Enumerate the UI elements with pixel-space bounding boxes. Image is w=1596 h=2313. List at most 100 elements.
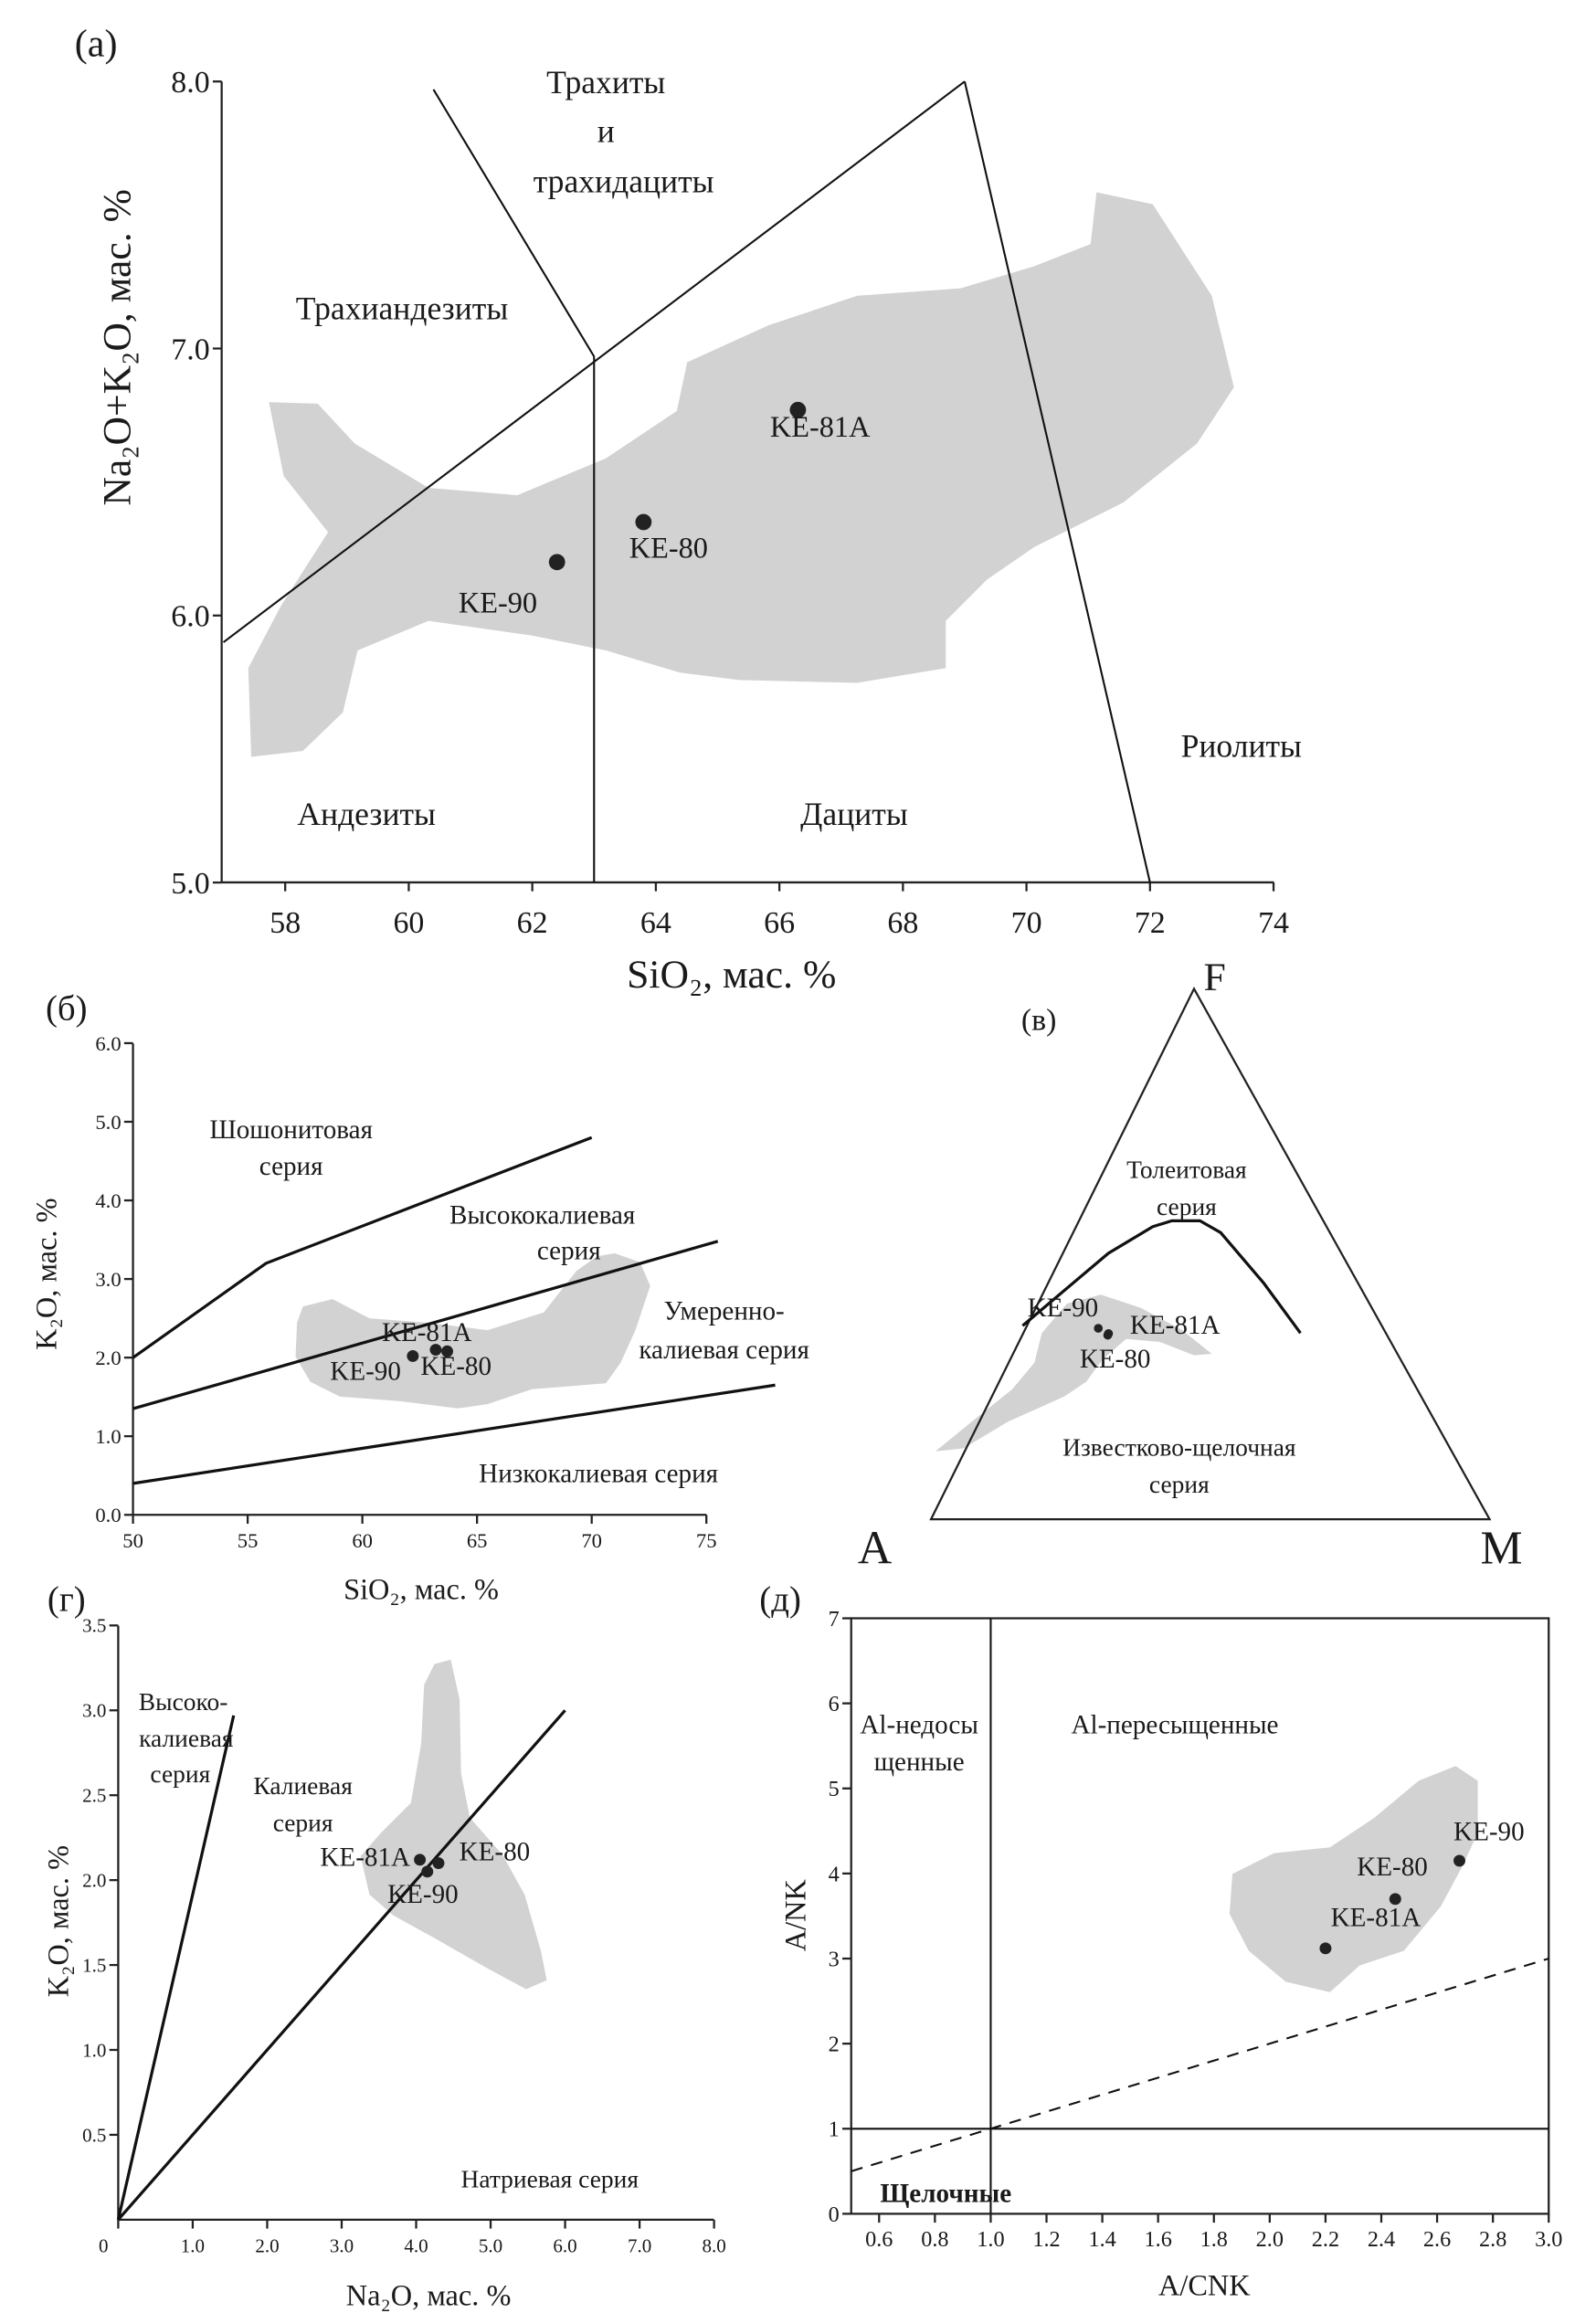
region-label: Андезиты bbox=[297, 796, 436, 832]
data-point-ke-90 bbox=[1094, 1324, 1104, 1333]
y-tick-label: 2.0 bbox=[82, 1869, 106, 1891]
x-tick-label: 70 bbox=[581, 1529, 602, 1552]
field-panel-d bbox=[1229, 1766, 1478, 1992]
point-label: KE-90 bbox=[1453, 1817, 1525, 1846]
plot-frame bbox=[850, 1617, 1550, 2215]
region-label: Натриевая серия bbox=[461, 2165, 639, 2192]
region-label: Al-пересыщенные bbox=[1072, 1711, 1279, 1740]
region-label: Высоко- bbox=[139, 1688, 228, 1716]
region-label: серия bbox=[1157, 1193, 1217, 1220]
point-label: KE-90 bbox=[1028, 1294, 1099, 1323]
boundary-line bbox=[116, 1715, 236, 2221]
y-tick-label: 8.0 bbox=[171, 66, 209, 100]
x-tick-label: 55 bbox=[238, 1529, 259, 1552]
panel-label: (а) bbox=[75, 24, 118, 66]
x-tick-label: 2.0 bbox=[255, 2234, 279, 2256]
region-label: Дациты bbox=[800, 796, 908, 832]
field-panel-v bbox=[935, 1294, 1212, 1452]
x-axis-label: Na₂O, мас. % bbox=[346, 2279, 512, 2312]
x-tick-label: 4.0 bbox=[404, 2234, 428, 2256]
vertex-label-f: F bbox=[1204, 956, 1226, 999]
x-tick-label: 62 bbox=[517, 906, 548, 940]
x-tick-label: 1.8 bbox=[1200, 2227, 1228, 2252]
point-label: KE-81A bbox=[1331, 1904, 1422, 1933]
point-label: KE-80 bbox=[420, 1352, 491, 1381]
region-label: Трахиандезиты bbox=[296, 290, 509, 327]
region-label: Умеренно- bbox=[663, 1297, 784, 1326]
region-label: Риолиты bbox=[1181, 727, 1302, 764]
point-label: KE-80 bbox=[1357, 1853, 1428, 1882]
x-tick-label: 2.2 bbox=[1312, 2227, 1339, 2252]
y-tick-label: 5 bbox=[829, 1777, 840, 1801]
point-label: KE-90 bbox=[459, 586, 537, 618]
y-tick-label: 3.0 bbox=[82, 1700, 106, 1722]
x-tick-label: 60 bbox=[352, 1529, 373, 1552]
region-label: Низкокалиевая серия bbox=[479, 1460, 718, 1489]
point-label: KE-80 bbox=[629, 531, 708, 564]
point-label: KE-80 bbox=[1080, 1345, 1151, 1374]
region-label: Известково-щелочная bbox=[1062, 1434, 1296, 1462]
boundary-line bbox=[851, 1958, 1549, 2172]
x-tick-label: 0 bbox=[99, 2234, 109, 2256]
x-tick-label: 2.4 bbox=[1368, 2227, 1395, 2252]
x-tick-label: 64 bbox=[640, 906, 671, 940]
x-tick-label: 1.6 bbox=[1145, 2227, 1172, 2252]
y-tick-label: 2.5 bbox=[82, 1785, 106, 1807]
region-label: трахидациты bbox=[534, 164, 714, 200]
y-tick-label: 1.0 bbox=[95, 1425, 121, 1448]
tholeiite-calcalkaline-boundary bbox=[1021, 1219, 1302, 1335]
x-tick-label: 72 bbox=[1135, 906, 1166, 940]
x-tick-label: 2.0 bbox=[1256, 2227, 1284, 2252]
boundary-line bbox=[132, 1240, 719, 1410]
region-label: Высококалиевая bbox=[449, 1201, 635, 1230]
point-label: KE-90 bbox=[387, 1880, 459, 1909]
data-point-ke-80 bbox=[441, 1345, 453, 1357]
x-tick-label: 65 bbox=[467, 1529, 488, 1552]
y-tick-label: 0 bbox=[829, 2202, 840, 2227]
region-label: Щелочные bbox=[880, 2179, 1011, 2208]
y-tick-label: 1.0 bbox=[82, 2039, 106, 2061]
data-point-ke-90 bbox=[548, 554, 565, 571]
x-tick-label: 3.0 bbox=[330, 2234, 354, 2256]
y-tick-label: 4 bbox=[829, 1862, 840, 1886]
x-tick-label: 1.0 bbox=[181, 2234, 205, 2256]
y-tick-label: 3.0 bbox=[95, 1268, 121, 1291]
x-tick-label: 2.8 bbox=[1479, 2227, 1506, 2252]
x-tick-label: 58 bbox=[270, 906, 301, 940]
region-label: серия bbox=[259, 1152, 323, 1181]
x-tick-label: 68 bbox=[887, 906, 918, 940]
boundary-line bbox=[132, 1135, 593, 1359]
field-panel-a bbox=[248, 192, 1234, 757]
y-tick-label: 3.5 bbox=[82, 1615, 106, 1637]
x-tick-label: 50 bbox=[122, 1529, 143, 1552]
y-tick-label: 5.0 bbox=[171, 867, 209, 901]
y-tick-label: 1.5 bbox=[82, 1954, 106, 1976]
panel-label: (д) bbox=[759, 1579, 801, 1619]
ternary-triangle bbox=[929, 986, 1492, 1521]
y-tick-label: 6.0 bbox=[171, 600, 209, 634]
y-tick-label: 5.0 bbox=[95, 1111, 121, 1134]
data-point-ke-80 bbox=[1389, 1893, 1401, 1906]
y-tick-label: 7 bbox=[829, 1607, 840, 1632]
panel-label: (г) bbox=[48, 1579, 86, 1619]
x-tick-label: 75 bbox=[696, 1529, 717, 1552]
region-label: серия bbox=[273, 1809, 333, 1836]
data-point-ke-80 bbox=[432, 1857, 445, 1870]
y-tick-label: 2 bbox=[829, 2033, 840, 2057]
data-point-ke-90 bbox=[1453, 1854, 1465, 1867]
data-point-ke-80 bbox=[635, 513, 652, 531]
y-tick-label: 6.0 bbox=[95, 1032, 121, 1055]
x-tick-label: 7.0 bbox=[628, 2234, 651, 2256]
data-point-ke-81a bbox=[1319, 1942, 1332, 1955]
data-point-ke-80 bbox=[1103, 1330, 1113, 1340]
panel-label: (в) bbox=[1021, 1004, 1057, 1038]
x-tick-label: 1.4 bbox=[1088, 2227, 1115, 2252]
x-axis-label: SiO₂, мас. % bbox=[627, 953, 836, 997]
x-tick-label: 0.6 bbox=[865, 2227, 893, 2252]
region-label: щенные bbox=[874, 1748, 965, 1777]
point-label: KE-81A bbox=[770, 410, 871, 443]
data-point-ke-90 bbox=[407, 1349, 419, 1362]
data-point-ke-81a bbox=[414, 1854, 427, 1866]
